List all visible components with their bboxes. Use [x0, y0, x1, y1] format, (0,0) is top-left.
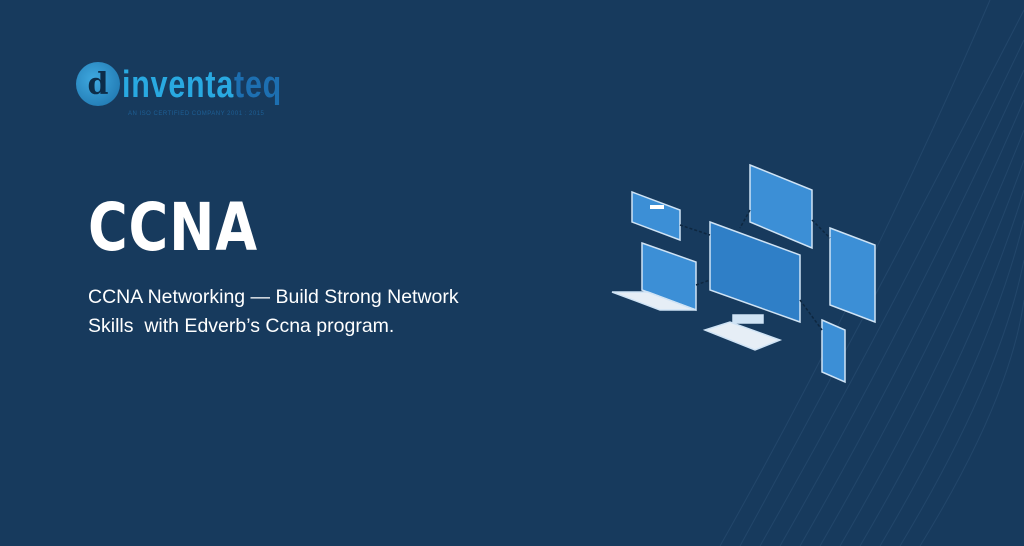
logo-word-part2: teq: [234, 64, 283, 106]
subtitle: CCNA Networking — Build Strong Network S…: [88, 283, 588, 341]
logo-word-part1: inventa: [122, 64, 235, 106]
tablet-top-icon: [749, 163, 813, 250]
keyboard-icon: [702, 321, 783, 351]
subtitle-line-1: CCNA Networking — Build Strong Network: [88, 286, 459, 308]
subtitle-line-2: Skills with Edverb’s Ccna program.: [88, 315, 395, 337]
logo-tagline: AN ISO CERTIFIED COMPANY 2001 : 2015: [128, 111, 265, 117]
inventateq-logo: d inventateq AN ISO CERTIFIED COMPANY 20…: [76, 62, 322, 119]
page-title: CCNA: [88, 189, 258, 266]
tablet-top-left-icon: [631, 190, 681, 242]
phone-icon: [821, 318, 846, 384]
tablet-right-icon: [829, 226, 876, 324]
laptop-icon: [611, 241, 697, 312]
logo-mark-icon: d: [76, 62, 120, 106]
monitor-icon: [709, 220, 801, 324]
network-devices-illustration: [611, 163, 876, 384]
